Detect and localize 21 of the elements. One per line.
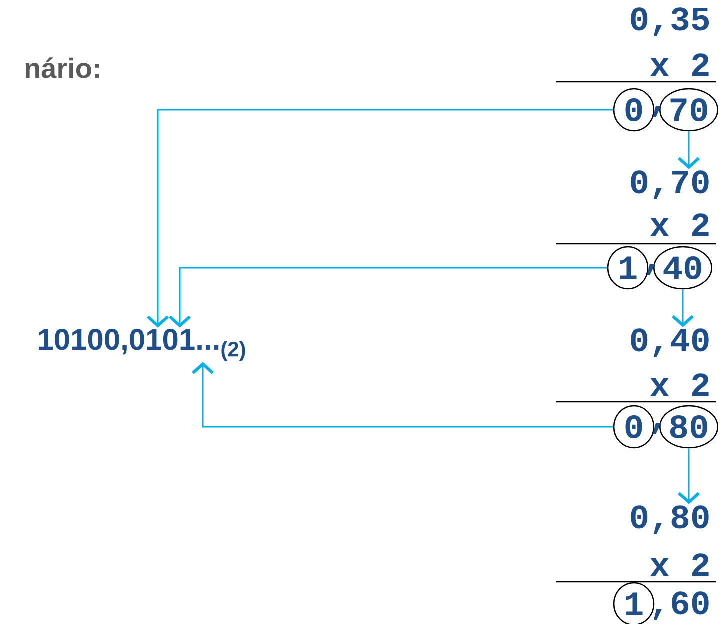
circled-digit: 70: [660, 88, 719, 132]
number-text: x 2: [650, 214, 709, 236]
heading: nário:: [26, 58, 100, 78]
number-text: ,60: [654, 592, 709, 620]
circled-digit: 1: [613, 582, 655, 624]
arrow: [169, 267, 608, 328]
number-text: x 2: [650, 54, 709, 76]
multiplicand: 0,40: [631, 328, 709, 358]
arrow: [192, 362, 614, 428]
number-text: 0,35: [631, 8, 710, 36]
multiplicand: 0,70: [631, 170, 709, 200]
circled-digit: 40: [654, 246, 712, 290]
arrow: [672, 290, 694, 328]
number-text: x 2: [650, 554, 709, 576]
arrow: [678, 448, 700, 504]
binary-number: 10100,0101...$_{(2)}$: [39, 329, 246, 361]
circled-digit: 80: [660, 405, 719, 449]
number-text: x 2: [650, 374, 709, 396]
multiplicand: 0,80: [631, 506, 709, 534]
arrow: [147, 109, 614, 328]
arrow: [678, 132, 700, 170]
